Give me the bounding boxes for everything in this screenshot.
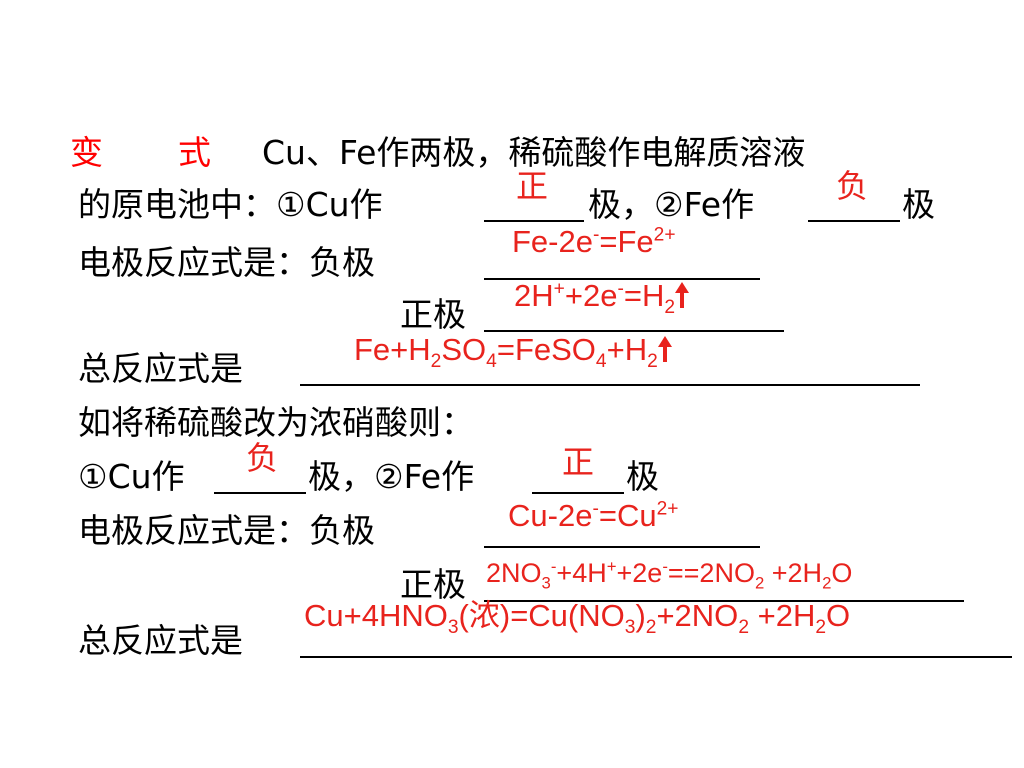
- answer-blank-7: [532, 492, 624, 494]
- line-7-text-a: ①Cu作: [78, 457, 185, 496]
- answer-10-overall-reaction: Cu+4HNO3(浓)=Cu(NO3)2+2NO2 +2H2O: [304, 598, 851, 639]
- answer-blank-3: [484, 278, 760, 280]
- line-8-text: 电极反应式是：负极: [78, 511, 375, 550]
- answer-blank-5: [300, 384, 920, 386]
- answer-blank-8: [484, 546, 760, 548]
- answer-4-positive-electrode: 2H++2e-=H2: [514, 280, 690, 317]
- line-4-text: 正极: [400, 295, 466, 334]
- up-arrow-icon: [657, 336, 672, 362]
- answer-8-negative-electrode: Cu-2e-=Cu2+: [508, 498, 679, 533]
- answer-blank-10: [300, 656, 1012, 658]
- line-9-text: 正极: [400, 565, 466, 604]
- answer-3-negative-electrode: Fe-2e-=Fe2+: [512, 224, 676, 259]
- answer-9-positive-electrode: 2NO3-+4H++2e-==2NO2 +2H2O: [486, 557, 853, 593]
- variant-label-char-1: 变: [70, 133, 103, 172]
- variant-label-char-2: 式: [178, 133, 211, 172]
- answer-2-fe-electrode: 负: [836, 167, 869, 205]
- up-arrow-icon: [675, 282, 690, 308]
- answer-blank-2: [808, 220, 900, 222]
- answer-7-fe-electrode: 正: [562, 443, 595, 481]
- answer-6-cu-electrode: 负: [246, 439, 279, 477]
- line-7-text-b: 极，②Fe作: [308, 457, 475, 496]
- line-1-text: Cu、Fe作两极，稀硫酸作电解质溶液: [262, 133, 806, 172]
- line-10-text: 总反应式是: [78, 621, 243, 660]
- answer-5-overall-reaction: Fe+H2SO4=FeSO4+H2: [354, 334, 672, 371]
- line-5-text: 总反应式是: [78, 349, 243, 388]
- answer-blank-9: [484, 600, 964, 602]
- answer-blank-4: [484, 330, 784, 332]
- line-2-text-b: 极，②Fe作: [588, 185, 755, 224]
- line-7-text-c: 极: [626, 457, 659, 496]
- answer-1-cu-electrode: 正: [516, 167, 549, 205]
- line-2-text-c: 极: [902, 185, 935, 224]
- line-3-text: 电极反应式是：负极: [78, 243, 375, 282]
- answer-blank-1: [484, 220, 584, 222]
- answer-blank-6: [214, 492, 306, 494]
- line-2-text-a: 的原电池中：①Cu作: [78, 185, 383, 224]
- line-6-text: 如将稀硫酸改为浓硝酸则：: [78, 403, 474, 442]
